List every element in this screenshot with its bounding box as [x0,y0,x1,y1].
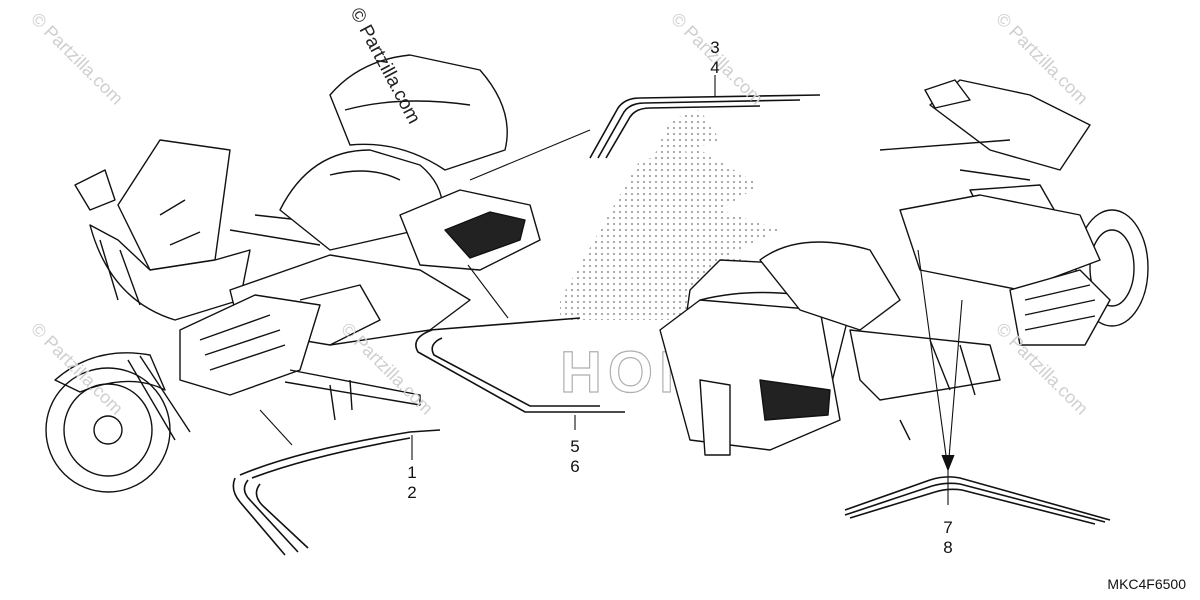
callout-5-6: 5 6 [570,437,580,476]
stripe-decal-5-6 [415,317,625,413]
diagram-code: MKC4F6500 [1107,576,1186,592]
right-motorcycle [659,79,1149,456]
callout-1-2: 1 2 [407,463,417,502]
stripe-decal-1-2 [232,429,441,556]
left-motorcycle [45,54,541,493]
svg-text:© Partzilla.com: © Partzilla.com [27,9,127,109]
callout-3-4: 3 4 [710,38,720,77]
callout-7-8: 7 8 [943,518,953,557]
stripe-decal-3-4 [589,94,821,159]
stripe-decal-7-8 [844,476,1111,525]
leader-lines [259,75,963,505]
